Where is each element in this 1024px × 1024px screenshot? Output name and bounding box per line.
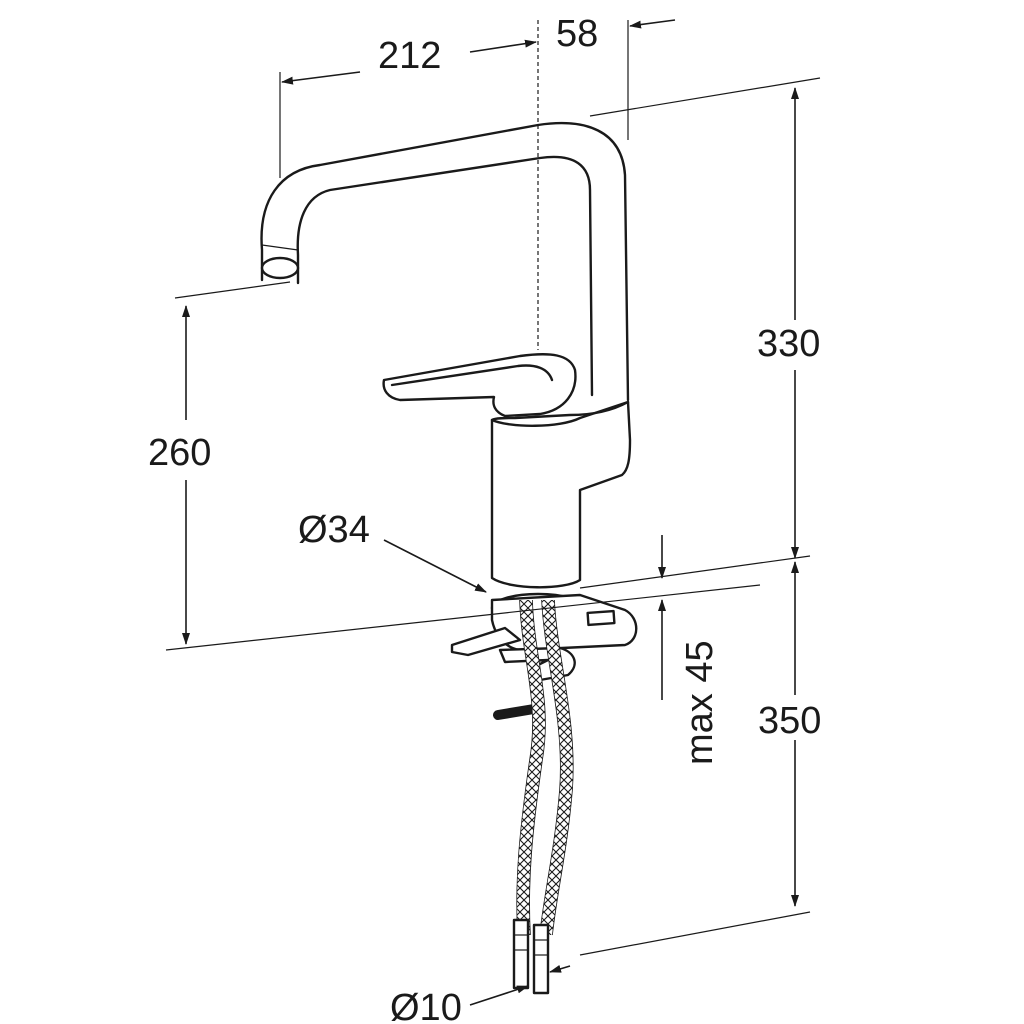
dimension-lines: [165, 19, 821, 1006]
hose-fitting-right: [532, 923, 550, 995]
fixing-tab: [450, 626, 522, 657]
dim-spout-height-label: 330: [757, 323, 820, 365]
dim-hose-diameter-label: Ø10: [390, 987, 462, 1024]
spout-outlet: [260, 256, 300, 280]
dim-max-thickness-label: max 45: [679, 640, 721, 765]
dim-hose-length-label: 350: [758, 700, 821, 742]
dim-outlet-height-label: 260: [148, 432, 211, 474]
dim-offset-label: 58: [556, 13, 598, 55]
dimension-labels: 212 58 330 260 Ø34 max 45 350 Ø10: [148, 13, 821, 1024]
faucet-body: [490, 400, 632, 589]
spout: [260, 121, 630, 402]
dim-reach-label: 212: [378, 35, 441, 77]
faucet: [260, 121, 638, 995]
hose-fitting-left: [512, 918, 530, 990]
lever-handle: [382, 353, 577, 418]
dim-hole-diameter-label: Ø34: [298, 509, 370, 551]
